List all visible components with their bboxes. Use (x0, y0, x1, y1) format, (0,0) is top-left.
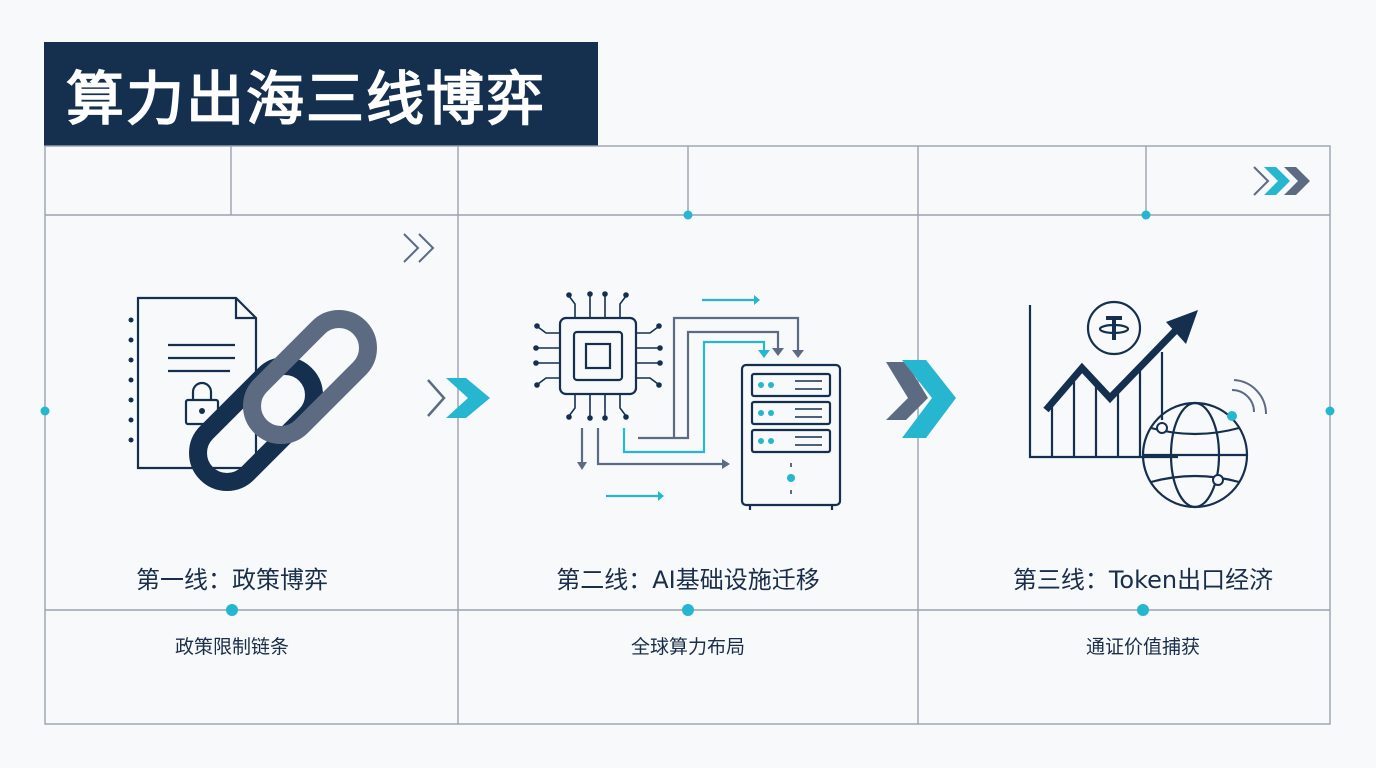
connector-dot (1141, 210, 1151, 220)
connector-dot (682, 604, 694, 616)
panel-3-title: 第三线：Token出口经济 (1012, 566, 1274, 594)
connector-dot (40, 406, 50, 416)
document-lock-chain-icon (128, 296, 377, 491)
flow-arrow-icon (427, 378, 490, 418)
panel-3-subtitle: 通证价值捕获 (1085, 636, 1200, 658)
token-growth-globe-icon (1028, 300, 1268, 509)
flow-arrow-icon (886, 360, 956, 438)
connector-dot (1325, 406, 1335, 416)
connector-dot (1137, 604, 1149, 616)
panel-2-title: 第二线：AI基础设施迁移 (556, 566, 820, 594)
page-title: 算力出海三线博弈 (66, 65, 547, 133)
connector-dot (683, 210, 693, 220)
panel-1-title: 第一线：政策博弈 (136, 566, 328, 594)
panel-1-subtitle: 政策限制链条 (174, 636, 289, 658)
corner-chevron-icon (403, 233, 435, 263)
connector-dot (226, 604, 238, 616)
header-chevron-icon (1253, 166, 1310, 196)
panel-2-subtitle: 全球算力布局 (630, 636, 745, 658)
chip-to-server-icon (533, 291, 842, 510)
title-banner: 算力出海三线博弈 (44, 42, 598, 146)
